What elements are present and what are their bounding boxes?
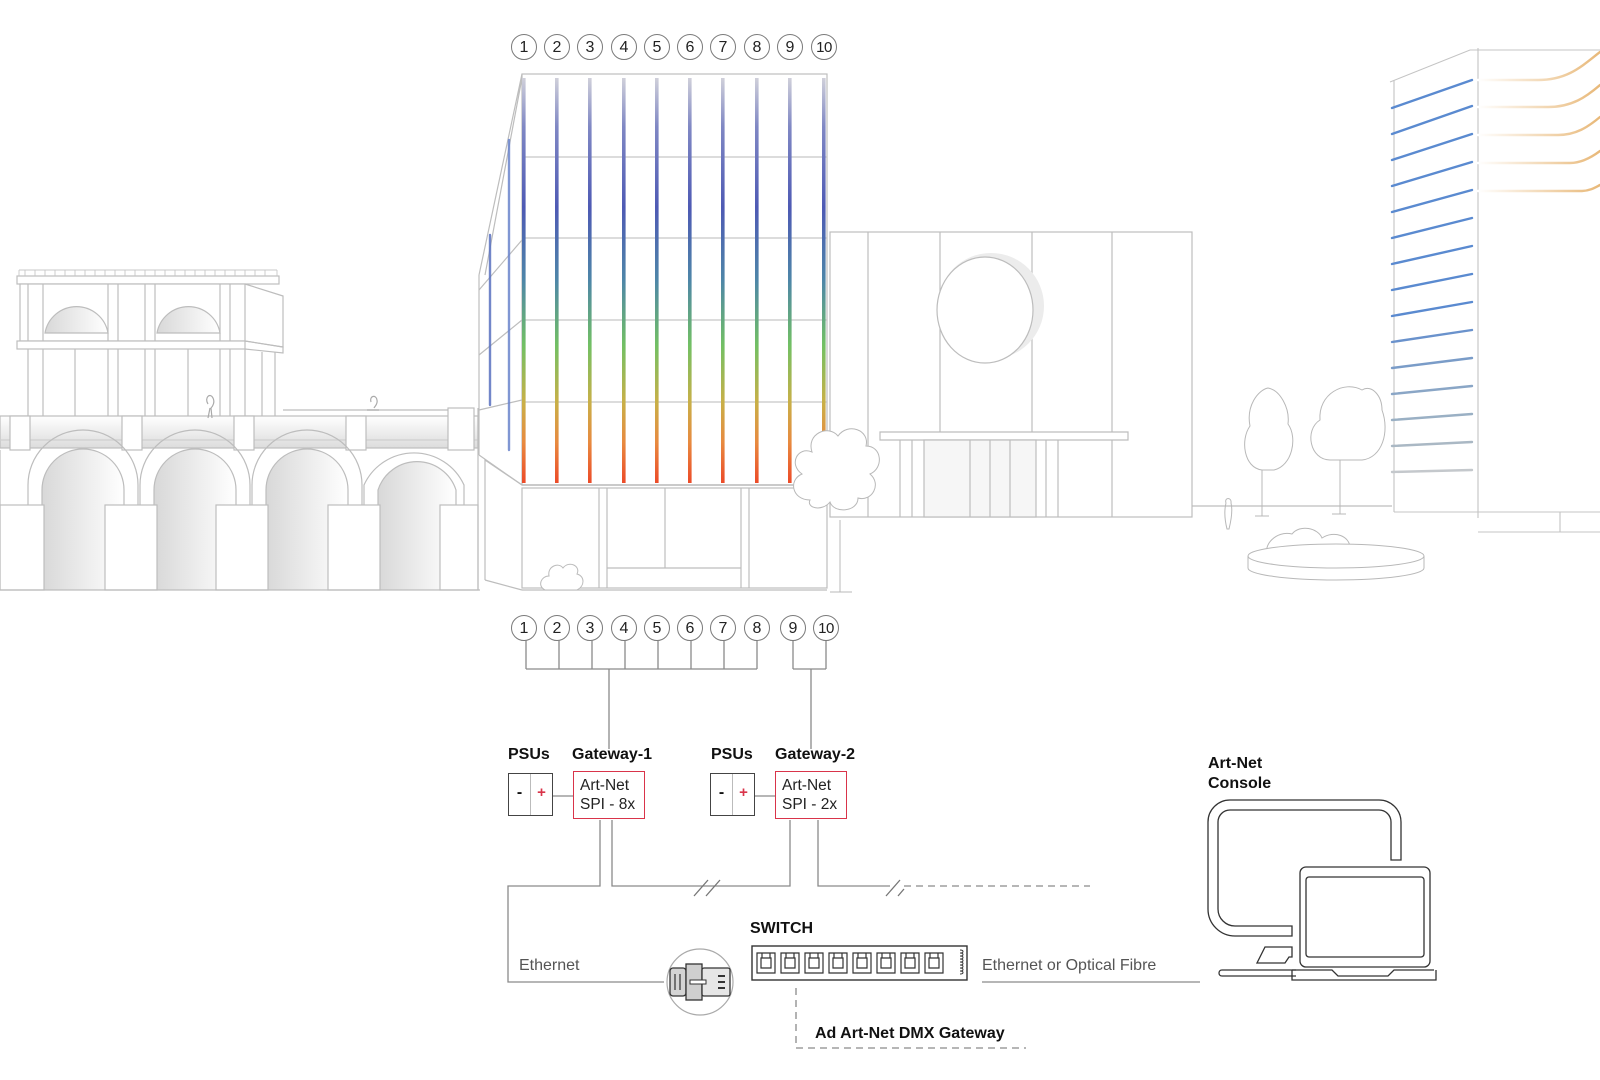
top-channel-6: 6 (677, 34, 703, 60)
top-channel-4: 4 (611, 34, 637, 60)
bottom-channel-3: 3 (577, 615, 603, 641)
top-channel-9: 9 (777, 34, 803, 60)
pixel-strip-5 (655, 78, 659, 483)
psu-2: - + (710, 773, 755, 816)
psu-1-positive: + (537, 784, 546, 801)
pixel-strip-8 (755, 78, 759, 483)
bottom-channel-5: 5 (644, 615, 670, 641)
gateway-1-label: Gateway-1 (572, 746, 653, 763)
bottom-channel-7: 7 (710, 615, 736, 641)
pixel-strip-3 (588, 78, 592, 483)
console-label: Art-Net Console (1208, 754, 1271, 794)
gateway-1-outputs: SPI - 8x (580, 796, 636, 813)
gateway-1-protocol: Art-Net (580, 777, 630, 794)
top-channel-5: 5 (644, 34, 670, 60)
pixel-strip-2 (555, 78, 559, 483)
psu-2-positive: + (739, 784, 748, 801)
tree (793, 428, 880, 593)
computer-monitor-laptop-icon (1207, 799, 1437, 981)
gateway-2-outputs: SPI - 2x (782, 796, 838, 813)
courtyard-trees (1224, 386, 1425, 581)
bottom-channel-10: 10 (813, 615, 839, 641)
banded-tower-building (1389, 48, 1600, 533)
ethernet-plug-icon (666, 948, 734, 1016)
switch-label: SWITCH (750, 920, 814, 937)
psu-label-2: PSUs (711, 746, 753, 763)
side-pixel-strips (488, 138, 511, 452)
rj45-ports (756, 952, 944, 974)
psu-1-negative: - (509, 774, 531, 815)
top-channel-3: 3 (577, 34, 603, 60)
top-channel-8: 8 (744, 34, 770, 60)
pixel-strip-7 (721, 78, 725, 483)
wiring-lines (507, 641, 1200, 1049)
moon-window-building (829, 231, 1392, 518)
bottom-channel-6: 6 (677, 615, 703, 641)
bottom-channel-9: 9 (780, 615, 806, 641)
console-label-line2: Console (1208, 775, 1272, 792)
gateway-2-box: Art-Net SPI - 2x (775, 771, 847, 819)
bottom-channel-1: 1 (511, 615, 537, 641)
bottom-channel-8: 8 (744, 615, 770, 641)
pixel-strip-10 (822, 78, 826, 483)
bottom-channel-2: 2 (544, 615, 570, 641)
pixel-strip-6 (688, 78, 692, 483)
add-dmx-gateway-label: Ad Art-Net DMX Gateway (815, 1025, 1005, 1042)
top-channel-10: 10 (811, 34, 837, 60)
ethernet-or-fibre-label: Ethernet or Optical Fibre (982, 957, 1157, 974)
psu-label-1: PSUs (508, 746, 550, 763)
top-channel-2: 2 (544, 34, 570, 60)
console-label-line1: Art-Net (1208, 755, 1263, 772)
pixel-facade-building (478, 73, 828, 591)
psu-2-negative: - (711, 774, 733, 815)
gateway-1-box: Art-Net SPI - 8x (573, 771, 645, 819)
pixel-strip-1 (522, 78, 526, 483)
network-switch (751, 945, 968, 981)
gateway-2-protocol: Art-Net (782, 777, 832, 794)
pixel-strip-9 (788, 78, 792, 483)
pixel-strip-4 (622, 78, 626, 483)
top-channel-1: 1 (511, 34, 537, 60)
tower-light-bands (1390, 50, 1600, 474)
gateway-2-label: Gateway-2 (775, 746, 856, 763)
pixel-strip-columns (522, 78, 826, 483)
psu-1: - + (508, 773, 553, 816)
top-channel-7: 7 (710, 34, 736, 60)
ethernet-label: Ethernet (519, 957, 580, 974)
arcade-building (0, 269, 480, 591)
bottom-channel-4: 4 (611, 615, 637, 641)
